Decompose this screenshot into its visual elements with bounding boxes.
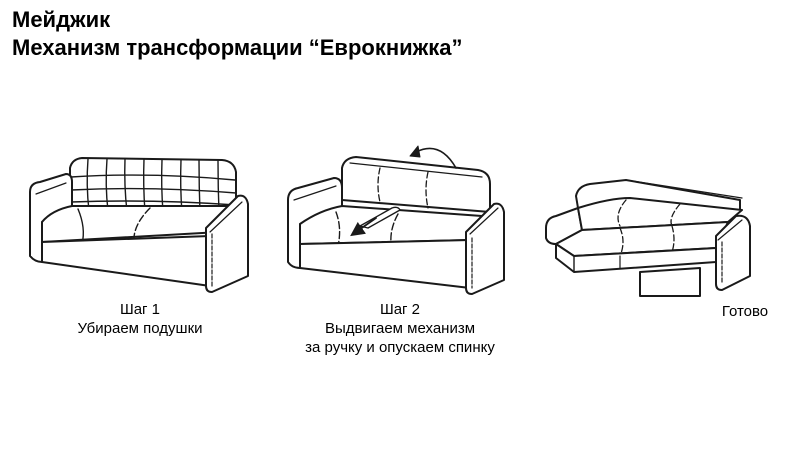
mechanism-title: Механизм трансформации “Еврокнижка” — [12, 35, 463, 60]
step-2-description-line-2: за ручку и опускаем спинку — [305, 339, 495, 356]
backrest-panel — [341, 156, 491, 213]
step-1-description: Убираем подушки — [77, 320, 203, 337]
product-name: Мейджик — [12, 7, 111, 32]
rotate-back-arrow-icon — [415, 147, 457, 169]
sofa-front-base — [299, 239, 471, 289]
sofa-step-1-illustration — [29, 157, 249, 293]
step-3-caption: Готово — [700, 302, 790, 321]
sofa-unfolded-illustration — [545, 179, 751, 297]
right-armrest — [205, 194, 249, 293]
step-1-label: Шаг 1 — [119, 301, 161, 318]
step-3-label: Готово — [721, 303, 769, 320]
step-2-caption: Шаг 2 Выдвигаем механизм за ручку и опус… — [275, 300, 525, 357]
sofa-step-2-illustration — [287, 145, 505, 295]
right-armrest — [465, 202, 505, 295]
step-1-caption: Шаг 1 Убираем подушки — [40, 300, 240, 338]
lower-base — [639, 267, 701, 297]
sofa-front-base — [41, 235, 211, 287]
back-cushion-panel — [69, 157, 237, 215]
step-2-description-line-1: Выдвигаем механизм — [324, 320, 476, 337]
page-title-block: Мейджик Механизм трансформации “Еврокниж… — [12, 6, 463, 62]
step-2-label: Шаг 2 — [379, 301, 421, 318]
